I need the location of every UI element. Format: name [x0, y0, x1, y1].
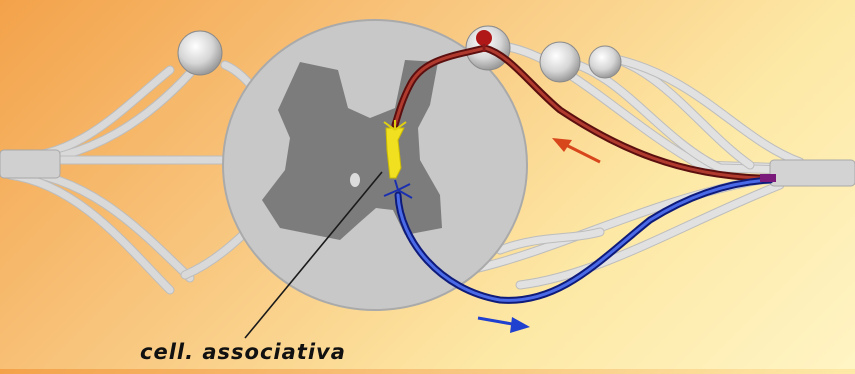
right-nerve-trunk: [770, 160, 855, 186]
synapse-end: [760, 174, 776, 182]
motor-direction-arrow: [478, 317, 530, 333]
ganglion-right-2: [589, 46, 621, 78]
sensory-cell-body: [476, 30, 492, 46]
associative-cell-label: cell. associativa: [140, 340, 346, 364]
central-canal: [350, 173, 360, 187]
sensory-direction-arrow: [552, 138, 600, 162]
ganglion-left: [178, 31, 222, 75]
left-nerve-trunk: [0, 150, 60, 178]
ganglion-right-1: [540, 42, 580, 82]
